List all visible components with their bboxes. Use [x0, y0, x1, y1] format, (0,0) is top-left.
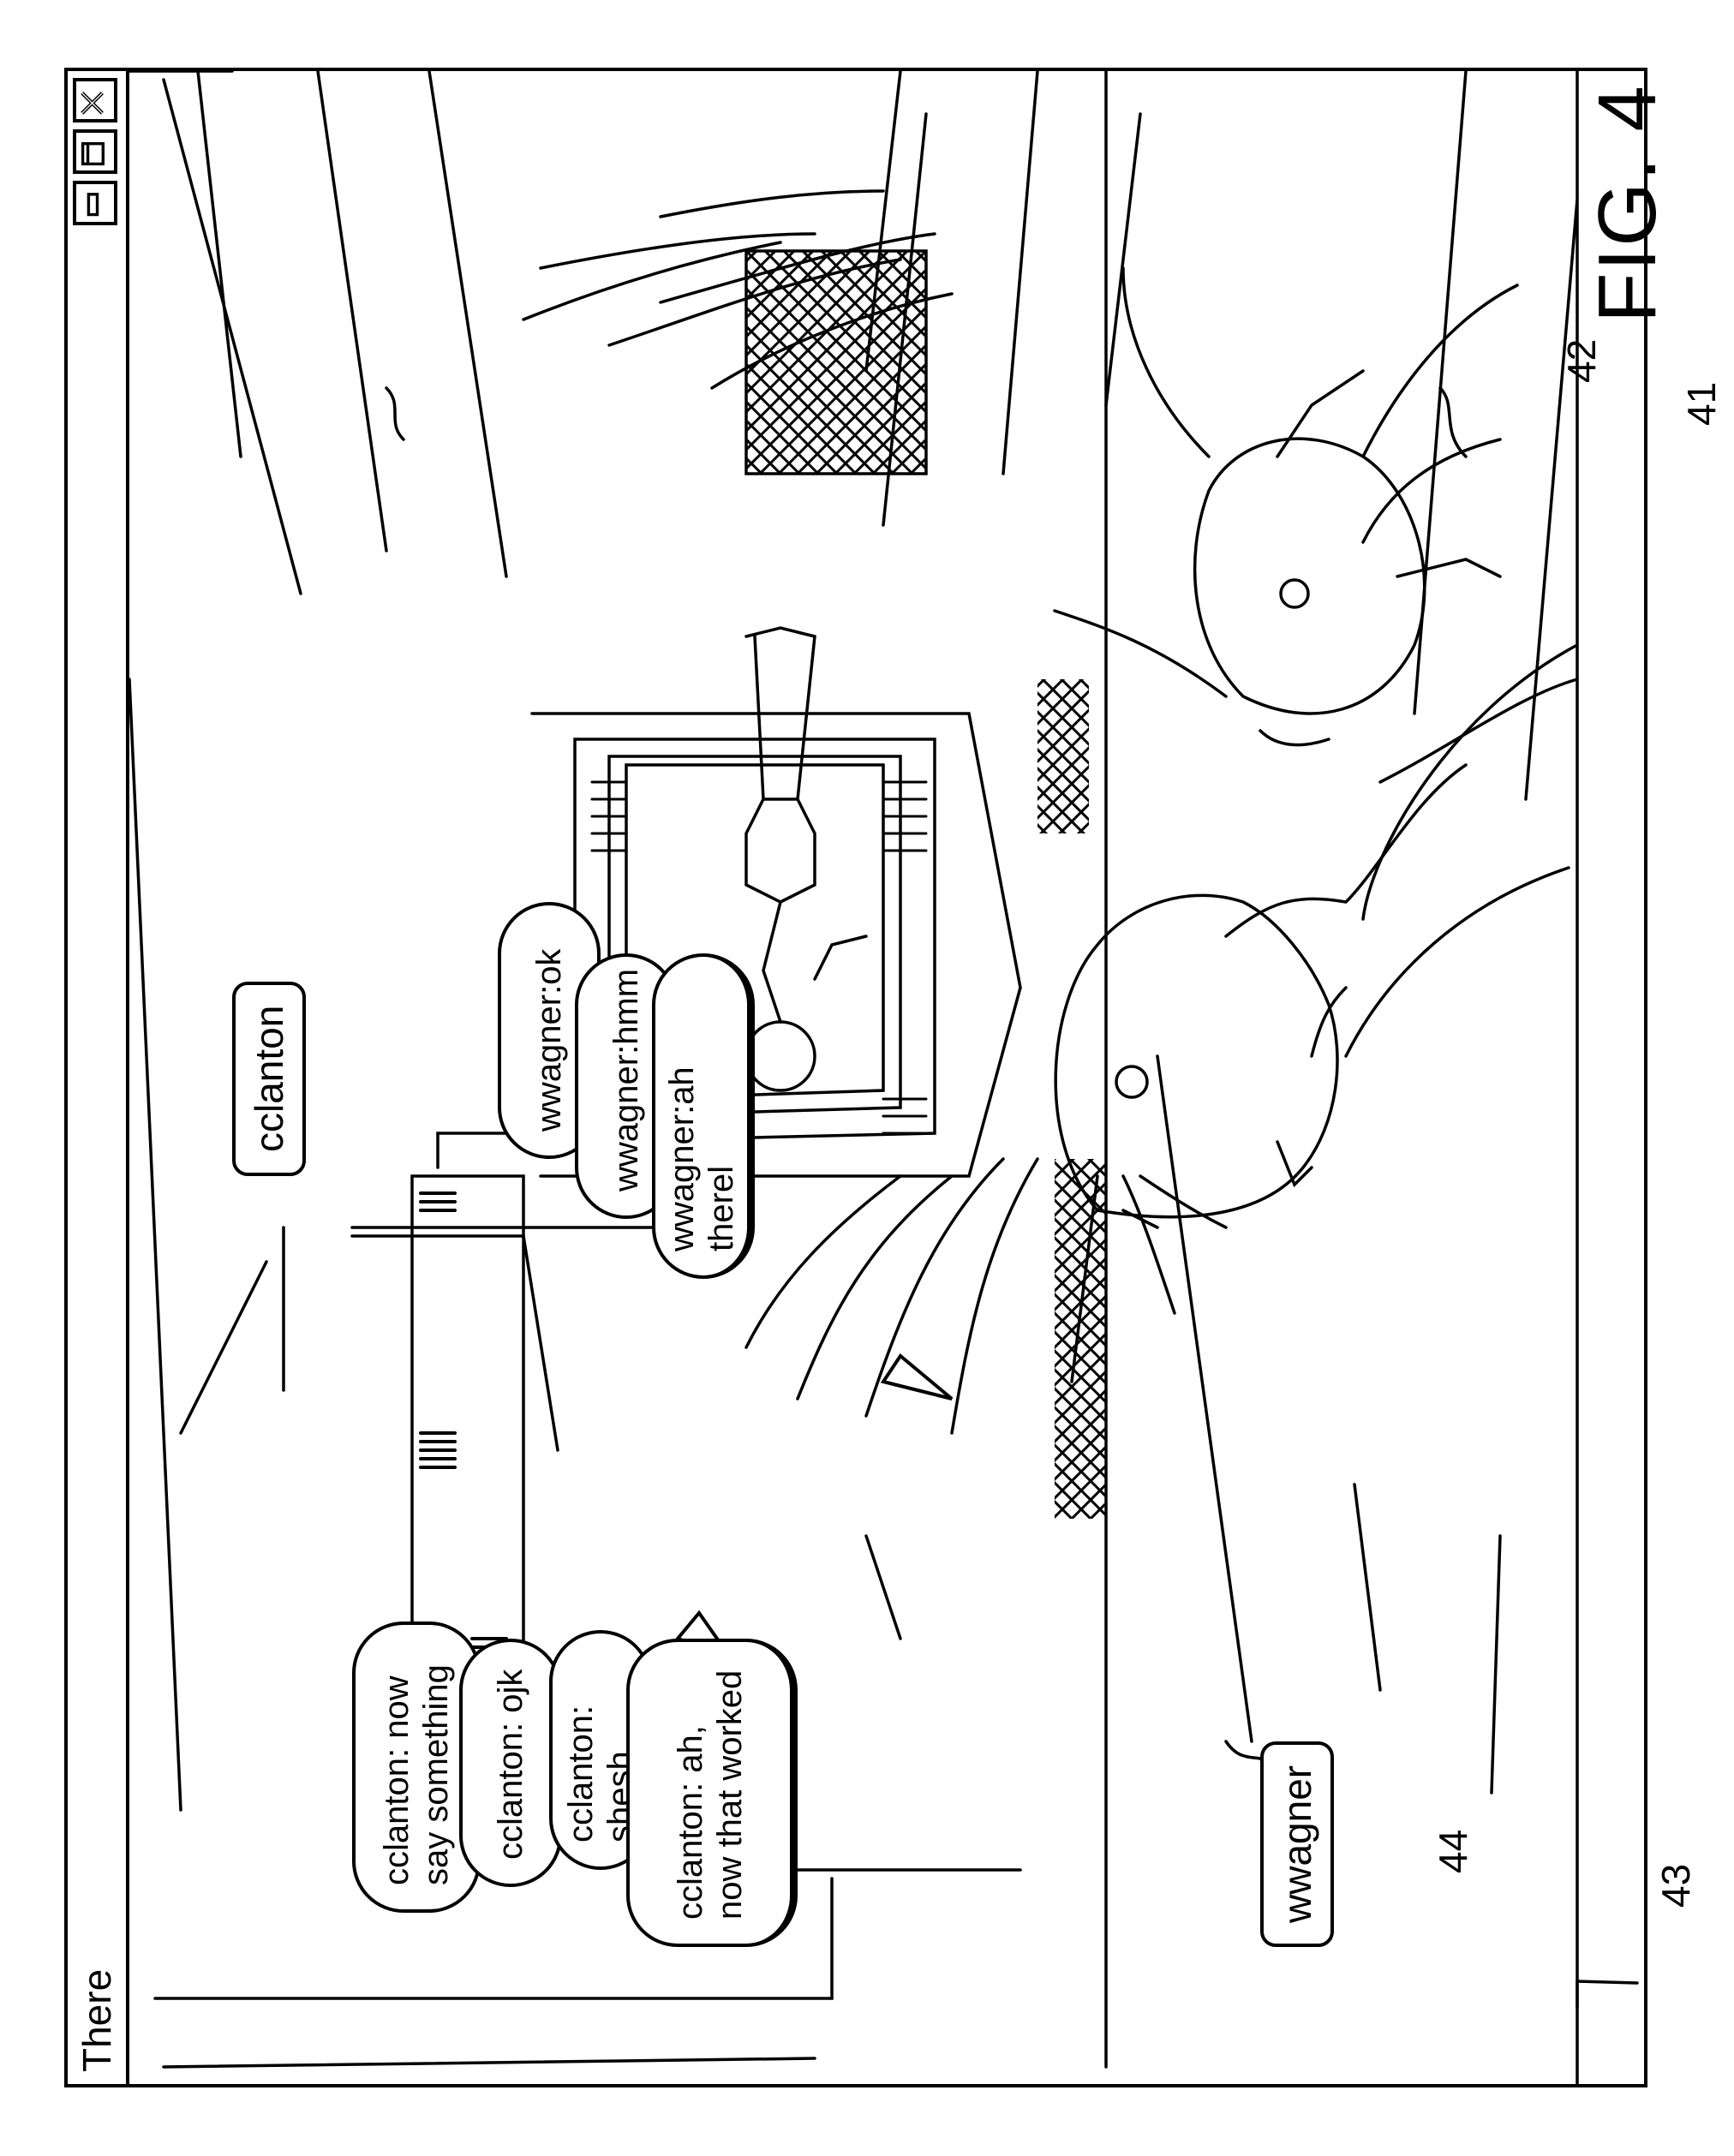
ref-numeral-44: 44	[1431, 1830, 1475, 1873]
close-icon	[76, 81, 114, 119]
title-bar: There	[68, 71, 129, 2084]
ref-numeral-43: 43	[1653, 1864, 1698, 1908]
window-title: There	[75, 1969, 119, 2072]
close-button[interactable]	[73, 78, 117, 122]
chat-bubble-wwagner-3: wwagner:ah therel	[652, 953, 755, 1279]
nametag-wwagner[interactable]: wwagner	[1260, 1741, 1334, 1947]
minimize-button[interactable]	[73, 181, 117, 225]
virtual-world-viewport[interactable]: cclanton wwagner cclanton: now say somet…	[129, 71, 1644, 2084]
chat-bubble-cclanton-2: cclanton: ojk	[459, 1639, 562, 1887]
ref-numeral-41: 41	[1679, 382, 1724, 426]
app-window: There	[64, 68, 1647, 2087]
chat-bubble-cclanton-4: cclanton: ah, now that worked	[626, 1639, 798, 1947]
maximize-button[interactable]	[73, 129, 117, 174]
ref-numeral-42: 42	[1559, 339, 1604, 383]
nametag-cclanton[interactable]: cclanton	[232, 982, 306, 1176]
maximize-icon	[76, 133, 114, 170]
minimize-icon	[76, 184, 114, 222]
figure-label: FIG. 4	[1585, 84, 1671, 323]
